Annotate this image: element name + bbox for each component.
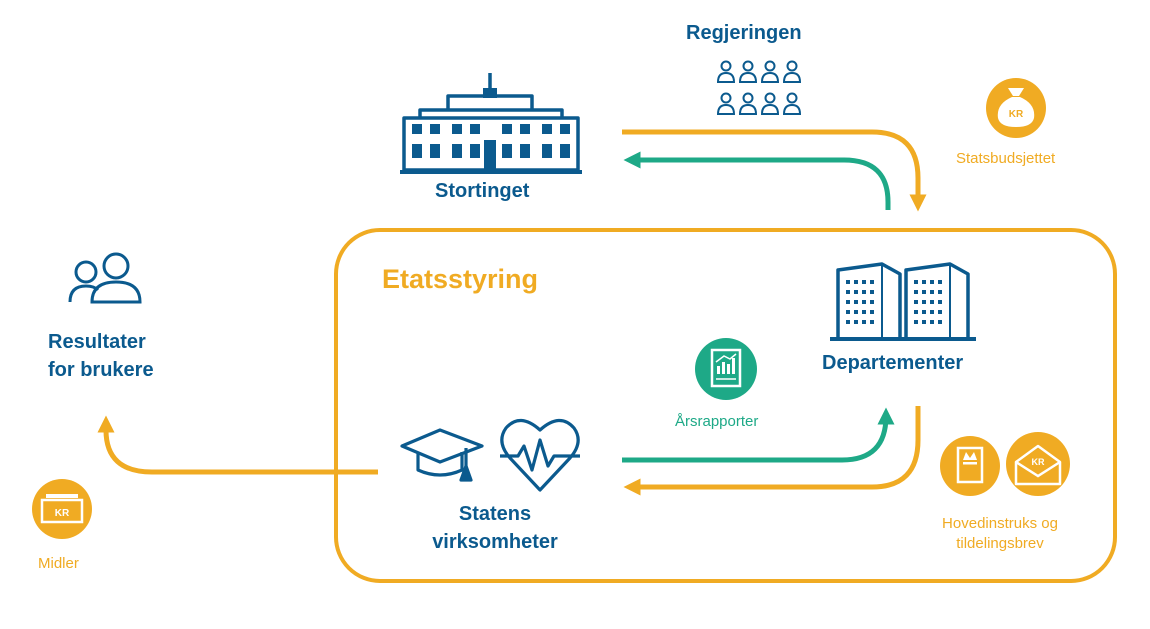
hovedinstruks-label: Hovedinstruks og tildelingsbrev [925,514,1075,554]
office-buildings-icon [830,262,976,341]
regjeringen-label: Regjeringen [686,22,802,44]
money-stack-icon: KR [32,479,92,539]
statens-virksomheter-label: Statens virksomheter [430,500,560,556]
envelope-kr-text: KR [1032,457,1045,467]
arrow-departementer-to-virksomheter [623,406,921,496]
etatsstyring-title: Etatsstyring [382,264,539,294]
resultater-line1: Resultater [48,331,146,353]
people-group-icon [716,60,802,115]
arrow-departementer-to-stortinget [623,151,891,210]
envelope-kr-icon: KR [1006,432,1070,496]
arrow-virksomheter-to-resultater [97,415,378,475]
users-icon [68,252,142,304]
report-chart-icon [695,338,757,400]
statens-line1: Statens [458,503,532,525]
resultater-line2: for brukere [48,359,154,381]
stortinget-label: Stortinget [435,180,530,202]
arrow-stortinget-to-departementer [622,129,927,212]
statsbudsjettet-label: Statsbudsjettet [956,150,1056,167]
heart-pulse-icon [500,418,580,492]
arrow-virksomheter-to-departementer [622,407,895,463]
midler-label: Midler [38,555,79,572]
hovedinstruks-line1: Hovedinstruks og [942,515,1058,532]
hovedinstruks-line2: tildelingsbrev [956,535,1044,552]
money-bag-icon: KR [986,78,1046,138]
resultater-label: Resultater for brukere [48,328,154,384]
graduation-cap-icon [400,428,484,482]
money-bag-kr-text: KR [1009,109,1024,120]
statens-line2: virksomheter [432,531,558,553]
document-crown-icon [940,436,1000,496]
parliament-building-icon [400,73,582,174]
money-stack-kr-text: KR [55,508,70,519]
etatsstyring-frame [334,228,1117,583]
arsrapporter-label: Årsrapporter [675,413,759,430]
departementer-label: Departementer [822,352,964,374]
